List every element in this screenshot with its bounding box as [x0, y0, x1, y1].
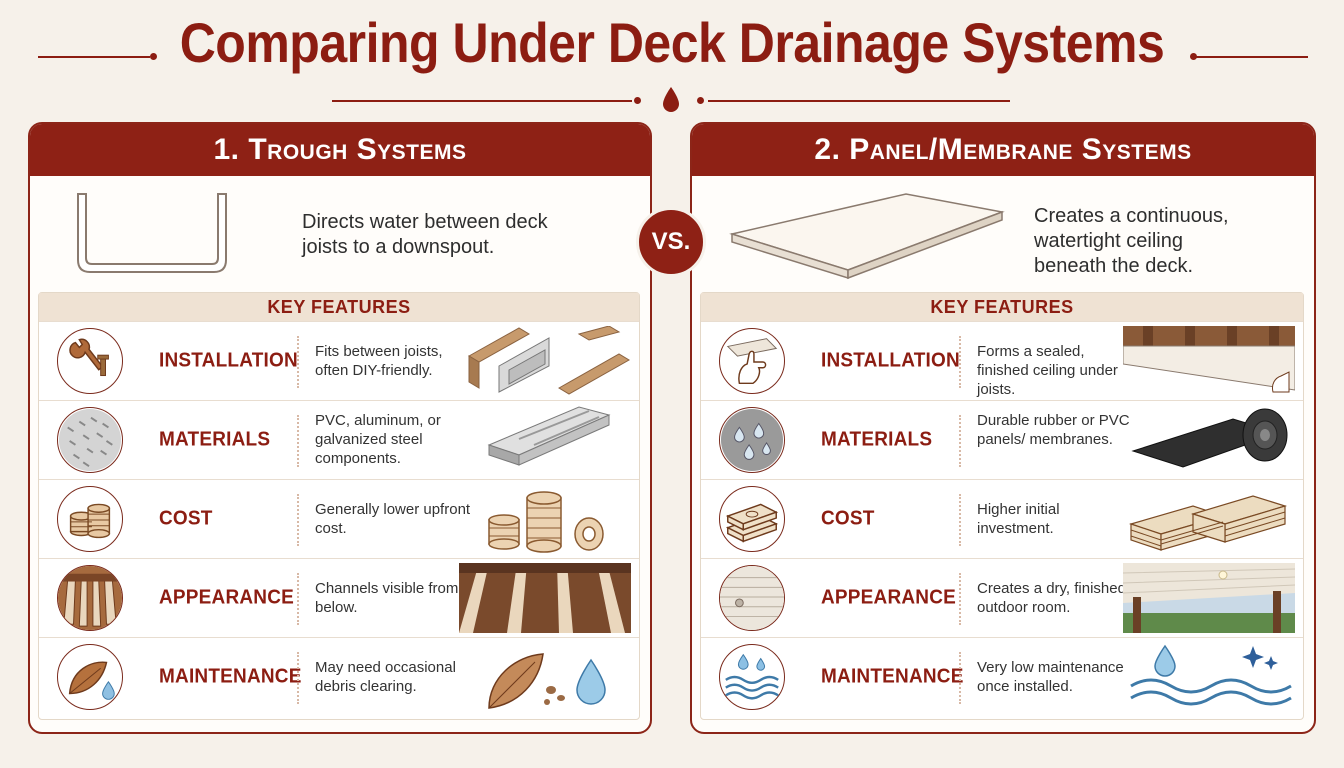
panel-heading: 1. Trough Systems [30, 124, 650, 176]
feature-label: COST [159, 507, 213, 530]
water-drop-icon [663, 87, 679, 112]
feature-description: Forms a sealed, finished ceiling under j… [977, 343, 1118, 398]
feature-divider [297, 415, 299, 467]
feature-divider [959, 415, 961, 467]
feature-divider [959, 573, 961, 625]
finished-outdoor-room-photo [1123, 563, 1295, 633]
cash-bundles-illustration [1128, 495, 1288, 551]
leaf-debris-illustration [488, 653, 606, 709]
wrench-screw-icon [57, 328, 123, 394]
feature-description: Creates a dry, finished outdoor room. [977, 580, 1126, 616]
feature-description: Generally lower upfront cost. [315, 501, 471, 537]
feature-label: COST [821, 507, 875, 530]
subtitle-rule-dot [697, 97, 704, 104]
sealed-ceiling-illustration [1123, 326, 1295, 393]
metal-texture-icon [57, 407, 123, 473]
rubber-membrane-roll-illustration [1131, 408, 1288, 468]
feature-description: Higher initial investment. [977, 501, 1060, 537]
title-rule-right [1196, 56, 1308, 58]
key-features-heading: KEY FEATURES [701, 293, 1303, 321]
feature-divider [297, 494, 299, 546]
trough-profile-icon [77, 193, 227, 273]
feature-description: Very low maintenance once installed. [977, 659, 1124, 695]
leaf-drop-icon [57, 644, 123, 710]
feature-row-materials: MATERIALS Durable rubber or PVC panels/ … [701, 400, 1303, 479]
trough-systems-panel: 1. Trough Systems Directs water between … [28, 122, 652, 734]
feature-row-appearance: APPEARANCE Channels visible from below. [39, 558, 639, 637]
vs-badge: VS. [636, 207, 706, 277]
feature-label: MATERIALS [821, 428, 933, 451]
feature-row-materials: MATERIALS PVC, aluminum, or galvanized s… [39, 400, 639, 479]
page-title: Comparing Under Deck Drainage Systems [179, 11, 1165, 75]
feature-description: May need occasional debris clearing. [315, 659, 456, 695]
water-wave-icon [719, 644, 785, 710]
feature-label: MAINTENANCE [159, 665, 302, 688]
feature-row-cost: COST Higher initial investment. [701, 479, 1303, 558]
title-rule-left [38, 56, 150, 58]
coin-stack-icon [57, 486, 123, 552]
hand-panel-icon [719, 328, 785, 394]
subtitle-rule-right [708, 100, 1010, 102]
coin-stacks-illustration [488, 491, 604, 553]
feature-label: MAINTENANCE [821, 665, 964, 688]
trough-hero: Directs water between deck joists to a d… [30, 176, 650, 286]
trough-description: Directs water between deck joists to a d… [302, 211, 548, 258]
feature-divider [959, 336, 961, 388]
panel-membrane-systems-panel: 2. Panel/Membrane Systems Creates a cont… [690, 122, 1316, 734]
feature-row-maintenance: MAINTENANCE May need occasional debris c… [39, 637, 639, 716]
feature-row-installation: INSTALLATION Forms a sealed, finished ce… [701, 321, 1303, 400]
key-features: KEY FEATURES INSTALLATION Fits between j… [38, 292, 640, 720]
subtitle-rule-left [332, 100, 632, 102]
panel-sheet-icon [729, 193, 1005, 280]
feature-divider [297, 652, 299, 704]
feature-label: INSTALLATION [821, 349, 960, 372]
feature-description: PVC, aluminum, or galvanized steel compo… [315, 412, 441, 467]
feature-divider [297, 573, 299, 625]
key-features: KEY FEATURES INSTALLATION Forms a sealed… [700, 292, 1304, 720]
feature-row-installation: INSTALLATION Fits between joists, often … [39, 321, 639, 400]
title-area: Comparing Under Deck Drainage Systems [0, 0, 1344, 115]
feature-row-cost: COST Generally lower upfront cost. [39, 479, 639, 558]
panel-heading: 2. Panel/Membrane Systems [692, 124, 1314, 176]
feature-description: Durable rubber or PVC panels/ membranes. [977, 412, 1130, 448]
feature-divider [959, 494, 961, 546]
ceiling-light-icon [719, 565, 785, 631]
feature-description: Channels visible from below. [315, 580, 459, 616]
key-features-heading: KEY FEATURES [39, 293, 639, 321]
title-rule-dot [1190, 53, 1197, 60]
water-droplets-icon [719, 407, 785, 473]
subtitle-rule-dot [634, 97, 641, 104]
feature-row-maintenance: MAINTENANCE Very low maintenance once in… [701, 637, 1303, 716]
feature-divider [297, 336, 299, 388]
cash-stack-icon [719, 486, 785, 552]
feature-divider [959, 652, 961, 704]
trough-between-joists-illustration [468, 326, 630, 395]
feature-label: APPEARANCE [159, 586, 295, 609]
clean-water-illustration [1130, 644, 1292, 706]
channels-icon [57, 565, 123, 631]
feature-label: INSTALLATION [159, 349, 298, 372]
feature-row-appearance: APPEARANCE Creates a dry, finished outdo… [701, 558, 1303, 637]
metal-channel-illustration [487, 406, 611, 466]
feature-label: APPEARANCE [821, 586, 957, 609]
membrane-hero: Creates a continuous, watertight ceiling… [692, 176, 1314, 286]
membrane-description: Creates a continuous, watertight ceiling… [1034, 205, 1229, 277]
title-rule-dot [150, 53, 157, 60]
visible-channels-photo [459, 563, 631, 633]
feature-label: MATERIALS [159, 428, 271, 451]
feature-description: Fits between joists, often DIY-friendly. [315, 343, 443, 379]
